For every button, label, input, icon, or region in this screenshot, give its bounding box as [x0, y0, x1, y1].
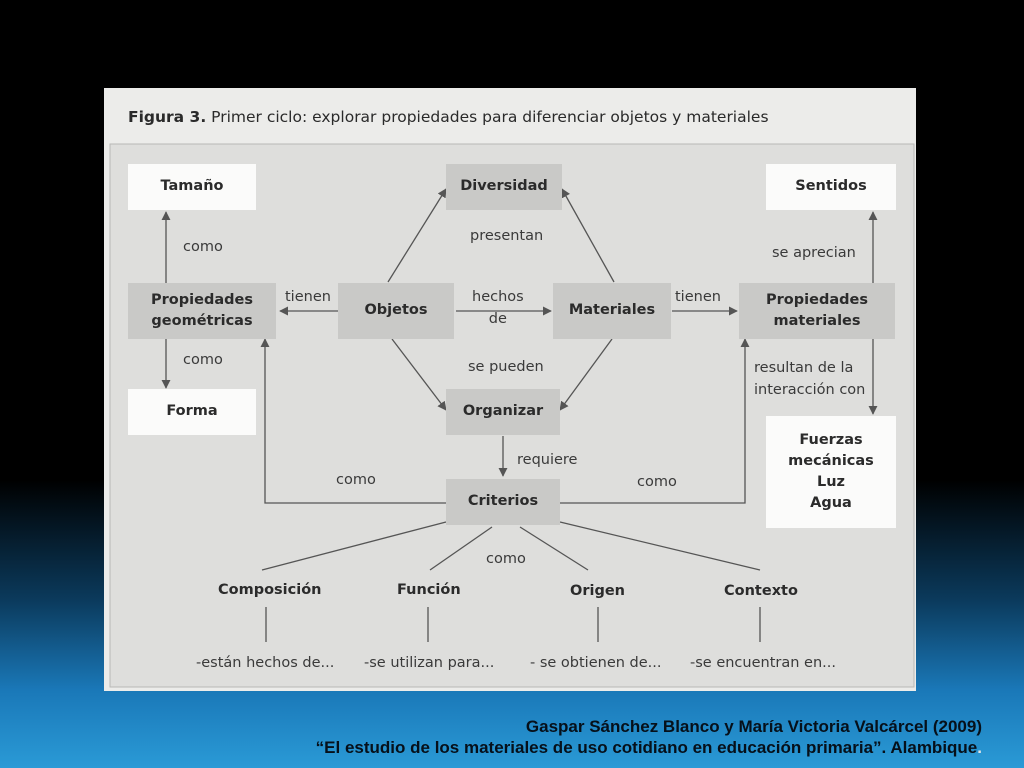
- node-sentidos: Sentidos: [766, 164, 896, 210]
- label-hechos-de: hechos de: [472, 289, 524, 327]
- node-organizar: Organizar: [446, 389, 560, 435]
- node-composicion: Composición: [218, 582, 322, 598]
- arrow-objetos-to-organizar: [391, 338, 447, 411]
- node-tamano: Tamaño: [128, 164, 256, 210]
- node-forma: Forma: [128, 389, 256, 435]
- node-funcion: Función: [397, 582, 461, 598]
- credit-citation-text: “El estudio de los materiales de uso cot…: [315, 738, 978, 758]
- node-propiedades-materiales: Propiedades materiales: [739, 283, 895, 339]
- desc-composicion: -están hechos de...: [196, 655, 335, 671]
- arrow-objetos-to-diversidad: [387, 188, 447, 283]
- label-como-tamano: como: [183, 239, 223, 255]
- label-tienen-materiales: tienen: [675, 289, 721, 305]
- line-criterios-contexto: [559, 521, 761, 571]
- arrow-criterios-to-propgeom: [260, 338, 446, 504]
- credit-authors: Gaspar Sánchez Blanco y María Victoria V…: [525, 717, 982, 736]
- arrow-materiales-to-organizar: [559, 338, 613, 411]
- label-como-criterios: como: [486, 551, 526, 567]
- arrow-criterios-to-propmat: [560, 338, 750, 504]
- node-materiales: Materiales: [553, 283, 671, 339]
- desc-origen: - se obtienen de...: [530, 655, 662, 671]
- node-criterios: Criterios: [446, 479, 560, 525]
- label-resultan-interaccion: resultan de la interacción con: [754, 360, 866, 398]
- desc-contexto: -se encuentran en...: [690, 655, 836, 671]
- label-como-right: como: [637, 474, 677, 490]
- label-tienen-objetos: tienen: [285, 289, 331, 305]
- line-criterios-origen: [519, 526, 589, 571]
- line-criterios-composicion: [261, 521, 447, 571]
- node-objetos: Objetos: [338, 283, 454, 339]
- credit-citation: “El estudio de los materiales de uso cot…: [316, 737, 982, 758]
- node-propiedades-geometricas: Propiedades geométricas: [128, 283, 276, 339]
- figure-title-overlay: Figura 3. Primer ciclo: explorar propied…: [128, 108, 769, 126]
- label-presentan: presentan: [470, 228, 544, 244]
- node-origen: Origen: [570, 583, 625, 599]
- node-contexto: Contexto: [724, 583, 798, 599]
- label-como-forma: como: [183, 352, 223, 368]
- figure-title: Figura 3. Primer ciclo: explorar propied…: [128, 108, 769, 126]
- figure-caption: Primer ciclo: explorar propiedades para …: [206, 108, 769, 126]
- arrow-materiales-to-diversidad: [561, 188, 615, 283]
- label-se-aprecian: se aprecian: [772, 245, 856, 261]
- node-diversidad: Diversidad: [446, 164, 562, 210]
- node-fuerzas-luz-agua: Fuerzas mecánicas Luz Agua: [766, 416, 896, 528]
- line-criterios-funcion: [429, 526, 493, 571]
- figure-number: Figura 3.: [128, 108, 207, 126]
- label-requiere: requiere: [517, 452, 578, 468]
- label-se-pueden: se pueden: [468, 359, 544, 375]
- source-credit: Gaspar Sánchez Blanco y María Victoria V…: [316, 716, 982, 759]
- credit-dot: .: [977, 738, 982, 758]
- label-como-left: como: [336, 472, 376, 488]
- desc-funcion: -se utilizan para...: [364, 655, 495, 671]
